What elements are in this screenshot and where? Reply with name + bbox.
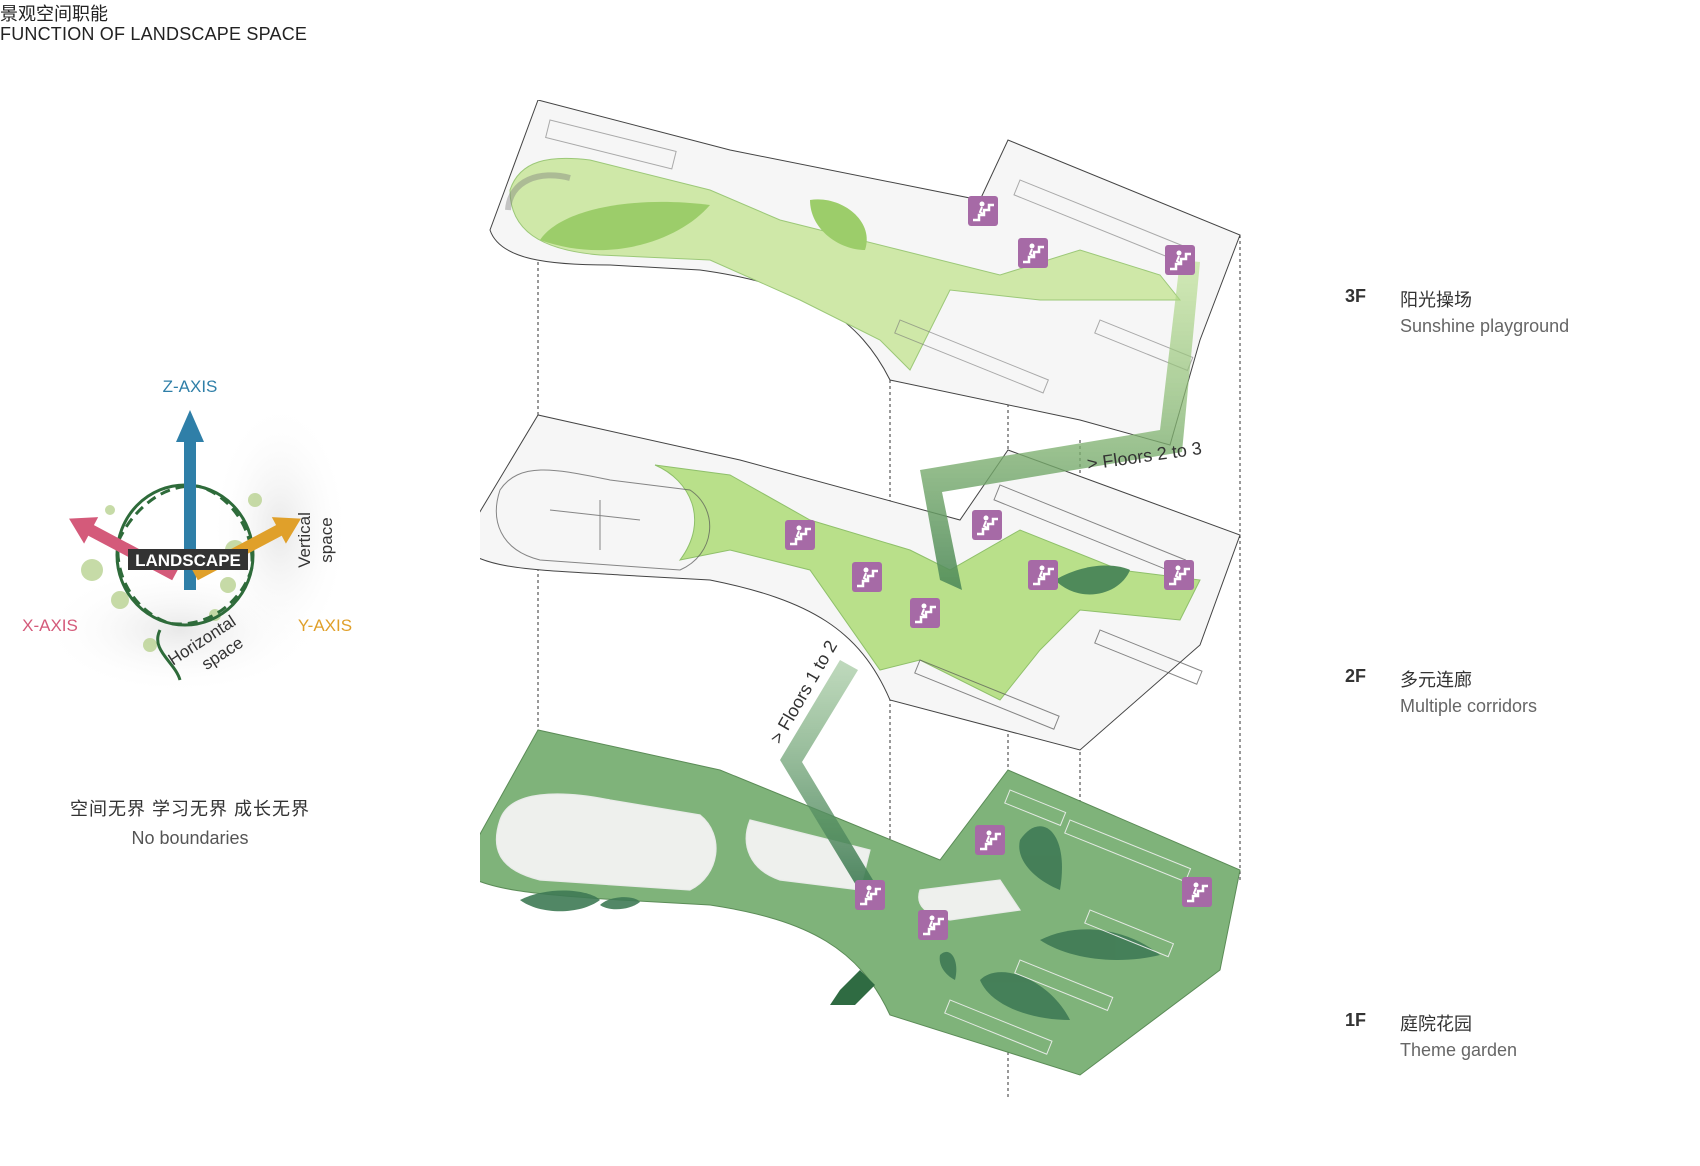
stair-icon <box>968 196 998 226</box>
floor-3f-name-en: Sunshine playground <box>1400 316 1570 336</box>
isometric-floor-stack: > Floors 1 to 2 > Floors 2 to 3 <box>480 100 1241 1100</box>
stair-icon <box>975 825 1005 855</box>
floor-3f-code: 3F <box>1345 286 1367 306</box>
slogan-en: No boundaries <box>131 828 249 848</box>
floor-3f-plan <box>489 100 1241 446</box>
floor-1f-name-en: Theme garden <box>1400 1040 1518 1060</box>
floor-1f-name-cn: 庭院花园 <box>1400 1014 1472 1034</box>
stair-icon <box>972 510 1002 540</box>
ramp-1f-arrow <box>830 970 875 1005</box>
floor-1f-code: 1F <box>1345 1010 1367 1030</box>
floor-3f-name-cn: 阳光操场 <box>1400 290 1472 310</box>
stair-icon <box>1165 245 1195 275</box>
page-title-en: FUNCTION OF LANDSCAPE SPACE <box>0 24 308 44</box>
y-axis-label: Y-AXIS <box>298 616 352 635</box>
page-title-cn: 景观空间职能 <box>0 4 108 24</box>
stair-icon <box>910 598 940 628</box>
landscape-label-bg <box>128 549 248 570</box>
landscape-label: LANDSCAPE <box>135 551 241 570</box>
vertical-space-label-2: space <box>317 517 336 562</box>
slogan-cn: 空间无界 学习无界 成长无界 <box>69 799 310 819</box>
stair-icon <box>1164 560 1194 590</box>
floor-2f-name-cn: 多元连廊 <box>1400 670 1472 690</box>
stair-icon <box>1018 238 1048 268</box>
stair-icon <box>852 562 882 592</box>
vertical-space-label-1: Vertical <box>295 512 314 568</box>
ramp-floors-1-2 <box>780 660 885 900</box>
floor-2f-name-en: Multiple corridors <box>1400 696 1538 716</box>
stair-icon <box>1028 560 1058 590</box>
x-axis-label: X-AXIS <box>22 616 78 635</box>
stair-icon <box>918 910 948 940</box>
z-axis-label: Z-AXIS <box>163 380 218 396</box>
stair-icon <box>855 880 885 910</box>
stair-icon <box>1182 877 1212 907</box>
ramp-floors-2-3 <box>920 260 1200 590</box>
stair-icon <box>785 520 815 550</box>
floor-2f-code: 2F <box>1345 666 1367 686</box>
landscape-axis-diagram: LANDSCAPE Z-AXIS X-AXIS Y-AXIS Vertical … <box>22 380 352 695</box>
